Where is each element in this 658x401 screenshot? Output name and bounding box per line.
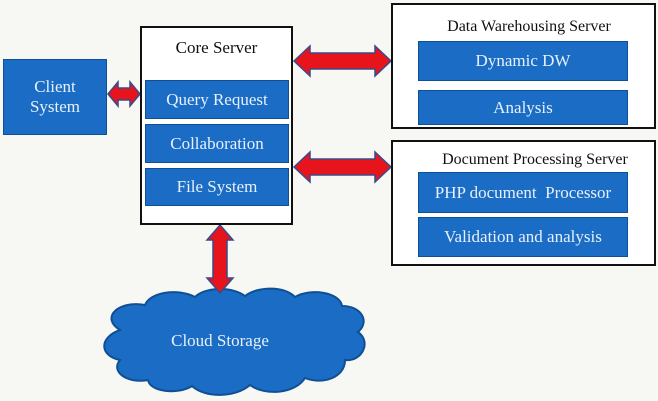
dw-module-dynamic-dw: Dynamic DW [418,41,628,81]
dw-server-title: Data Warehousing Server [447,18,611,35]
arrow-client-core [107,79,141,109]
client-label-line1: Client [34,77,76,97]
arrow-core-cloud [205,223,235,295]
doc-module-validation: Validation and analysis [418,217,628,257]
cloud-shape [103,287,366,396]
cloud-storage-label: Cloud Storage [171,331,269,350]
core-module-query-request: Query Request [145,80,289,119]
client-system-box: Client System [3,59,107,135]
core-server-title: Core Server [175,38,258,57]
doc-module-php-processor: PHP document Processor [418,172,628,213]
dw-module-analysis: Analysis [418,90,628,125]
doc-server-title: Document Processing Server [442,151,628,168]
core-module-collaboration: Collaboration [145,124,289,163]
client-label-line2: System [29,97,81,116]
arrow-core-dw [292,44,393,78]
core-module-file-system: File System [145,168,289,206]
arrow-core-doc [292,150,393,184]
